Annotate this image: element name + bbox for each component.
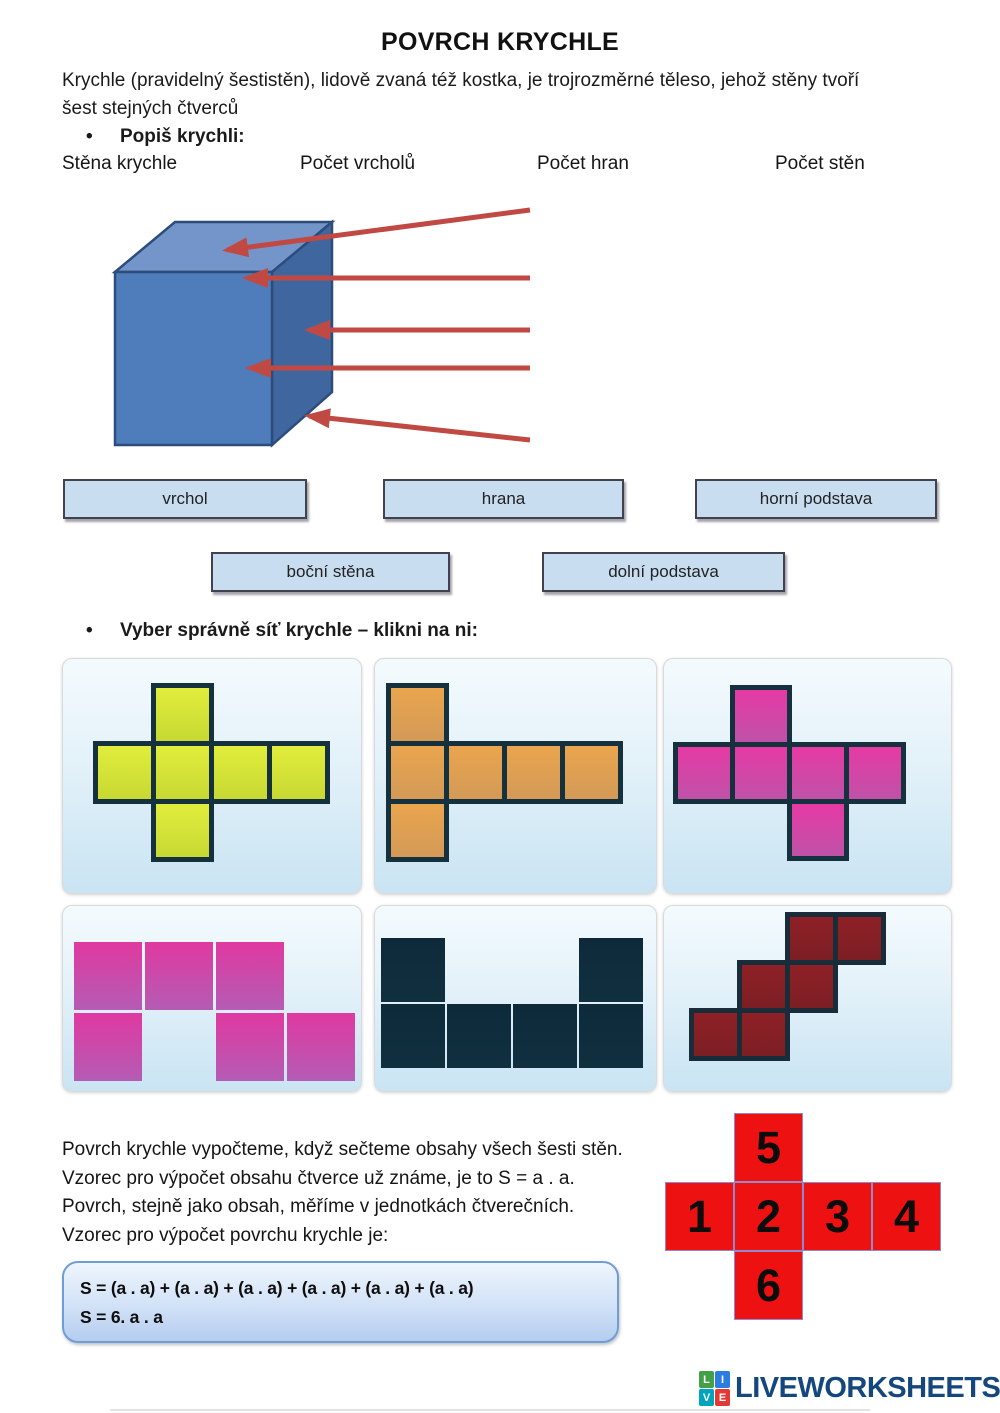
logo-letter-L: L	[699, 1371, 714, 1388]
logo-letter-V: V	[699, 1389, 714, 1406]
numbered-net-square-4: 4	[872, 1182, 941, 1251]
explain-line-1: Povrch krychle vypočteme, když sečteme o…	[62, 1139, 623, 1160]
net-option-yellow-cross[interactable]	[62, 658, 362, 894]
intro-paragraph: Krychle (pravidelný šestistěn), lidově z…	[62, 67, 952, 123]
bullet-dot: •	[86, 620, 93, 641]
net-dark-u-square	[381, 938, 445, 1002]
net-dark-u-square	[447, 1004, 511, 1068]
net-orange-tee-square	[444, 741, 507, 804]
net-darkred-stairs-square	[737, 960, 790, 1013]
bullet-dot: •	[86, 126, 93, 147]
numbered-net-square-1: 1	[665, 1182, 734, 1251]
net-orange-tee-square	[560, 741, 623, 804]
numbered-net-square-2: 2	[734, 1182, 803, 1251]
arrow-to-top-face	[222, 207, 531, 258]
numbered-net-square-6: 6	[734, 1251, 803, 1320]
page-title: POVRCH KRYCHLE	[380, 28, 619, 56]
net-option-orange-tee[interactable]	[374, 658, 657, 894]
explain-line-4: Vzorec pro výpočet povrchu krychle je:	[62, 1224, 389, 1246]
net-yellow-cross-square	[93, 741, 156, 804]
liveworksheets-wordmark: LIVEWORKSHEETS	[735, 1372, 1000, 1404]
column-label-stena: Stěna krychle	[62, 153, 178, 174]
net-yellow-cross-square	[151, 799, 214, 862]
net-magenta-cross-square	[730, 685, 792, 747]
net-pink-blocks-square	[74, 942, 142, 1010]
column-label-hrany: Počet hran	[537, 153, 629, 174]
cube-svg	[111, 207, 531, 448]
net-orange-tee-square	[386, 741, 449, 804]
explain-line-3: Povrch, stejně jako obsah, měříme v jedn…	[62, 1196, 575, 1217]
net-yellow-cross-square	[209, 741, 272, 804]
net-magenta-cross-square	[730, 742, 792, 804]
bullet-vyber-sit: • Vyber správně síť krychle – klikni na n…	[86, 620, 478, 642]
formula-box: S = (a . a) + (a . a) + (a . a) + (a . a…	[62, 1261, 619, 1343]
net-darkred-stairs-square	[689, 1008, 742, 1061]
net-pink-blocks-square	[216, 942, 284, 1010]
net-darkred-stairs-square	[737, 1008, 790, 1061]
bullet-vyber-label: Vyber správně síť krychle – klikni na ni…	[120, 620, 478, 641]
label-box-dolni-podstava[interactable]: dolní podstava	[542, 552, 785, 592]
cube-figure	[85, 193, 545, 465]
arrow-to-bottom	[304, 408, 531, 443]
column-label-steny: Počet stěn	[775, 153, 865, 174]
net-dark-u-square	[513, 1004, 577, 1068]
net-magenta-cross-square	[787, 742, 849, 804]
net-dark-u-square	[579, 938, 643, 1002]
logo-letter-E: E	[715, 1389, 730, 1406]
numbered-net-square-5: 5	[734, 1113, 803, 1182]
net-darkred-stairs-square	[785, 960, 838, 1013]
net-darkred-stairs-square	[785, 912, 838, 965]
bullet-popis-label: Popiš krychli:	[120, 126, 245, 147]
label-box-bocni-stena[interactable]: boční stěna	[211, 552, 450, 592]
net-pink-blocks-square	[216, 1013, 284, 1081]
cube-front-face	[113, 270, 274, 447]
net-pink-blocks-square	[145, 942, 213, 1010]
net-magenta-cross-square	[844, 742, 906, 804]
net-option-dark-u[interactable]	[374, 905, 657, 1092]
formula-line-1: S = (a . a) + (a . a) + (a . a) + (a . a…	[80, 1278, 474, 1298]
numbered-net-square-3: 3	[803, 1182, 872, 1251]
logo-letter-I: I	[715, 1371, 730, 1388]
net-yellow-cross-square	[267, 741, 330, 804]
label-box-hrana[interactable]: hrana	[383, 479, 624, 519]
explain-line-2: Vzorec pro výpočet obsahu čtverce už zná…	[62, 1167, 575, 1189]
net-option-pink-blocks[interactable]	[62, 905, 362, 1092]
net-orange-tee-square	[502, 741, 565, 804]
intro-line-1: Krychle (pravidelný šestistěn), lidově z…	[62, 70, 860, 91]
net-magenta-cross-square	[787, 799, 849, 861]
net-magenta-cross-square	[673, 742, 735, 804]
explanation-paragraph: Povrch krychle vypočteme, když sečteme o…	[62, 1136, 623, 1250]
net-option-magenta-cross[interactable]	[663, 658, 952, 894]
intro-line-2: šest stejných čtverců	[62, 98, 239, 119]
net-pink-blocks-square	[74, 1013, 142, 1081]
net-darkred-stairs-square	[833, 912, 886, 965]
formula-line-2: S = 6. a . a	[80, 1307, 163, 1327]
label-box-horni-podstava[interactable]: horní podstava	[695, 479, 937, 519]
net-yellow-cross-square	[151, 741, 214, 804]
net-yellow-cross-square	[151, 683, 214, 746]
net-dark-u-square	[579, 1004, 643, 1068]
net-orange-tee-square	[386, 799, 449, 862]
column-label-vrcholy: Počet vrcholů	[300, 153, 416, 174]
page-bottom-divider	[110, 1409, 870, 1411]
net-dark-u-square	[381, 1004, 445, 1068]
net-option-darkred-stairs[interactable]	[663, 905, 952, 1092]
net-orange-tee-square	[386, 683, 449, 746]
bullet-popis-krychli: • Popiš krychli:	[86, 126, 245, 148]
net-pink-blocks-square	[287, 1013, 355, 1081]
label-box-vrchol[interactable]: vrchol	[63, 479, 307, 519]
